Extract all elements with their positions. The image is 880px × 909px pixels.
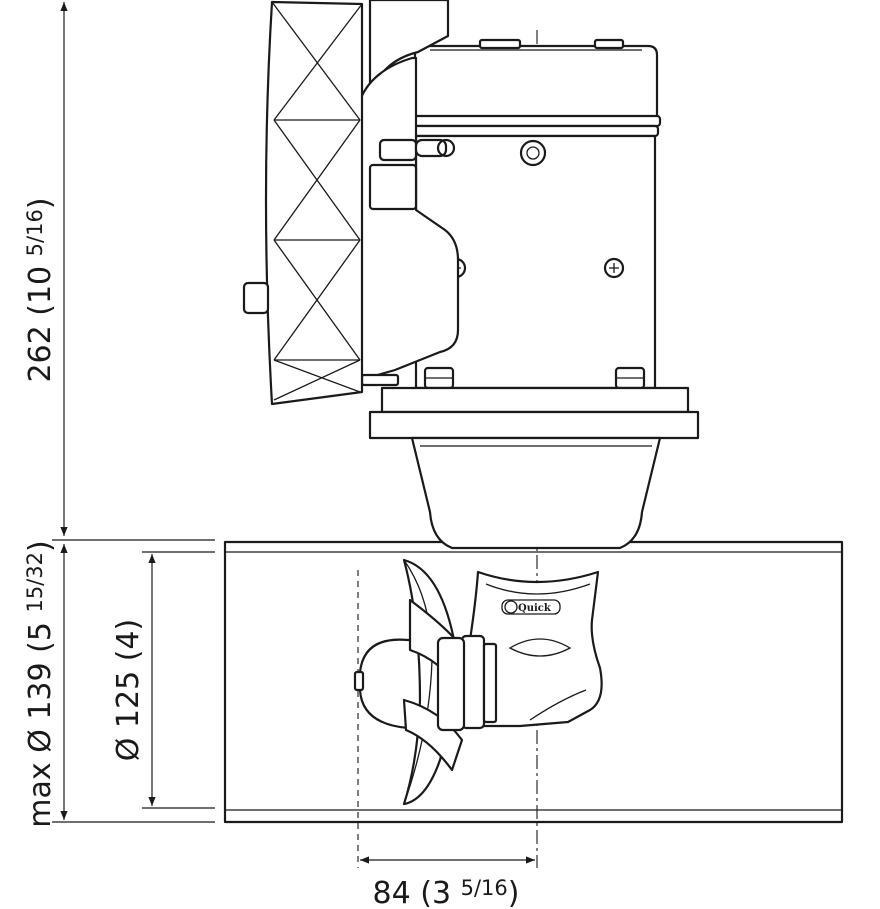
max-diameter-label: max Ø 139 (5 15/32) — [23, 540, 58, 827]
height-dimension-label: 262 (10 5/16) — [23, 197, 58, 382]
offset-dimension-label: 84 (3 5/16) — [373, 876, 520, 909]
propeller — [353, 558, 466, 806]
height-dimension — [52, 2, 215, 541]
control-box-bracket — [358, 0, 460, 387]
inner-diameter-dimension — [142, 551, 215, 809]
lower-gear-unit: Quick — [460, 570, 603, 730]
mounting-flange — [368, 386, 700, 440]
gear-leg-housing — [410, 436, 662, 550]
inner-diameter-label: Ø 125 (4) — [111, 619, 146, 761]
electronic-cover-plate — [242, 0, 364, 406]
max-diameter-dimension — [52, 544, 215, 823]
motor-cap — [410, 38, 662, 138]
brand-logo: Quick — [518, 603, 552, 614]
